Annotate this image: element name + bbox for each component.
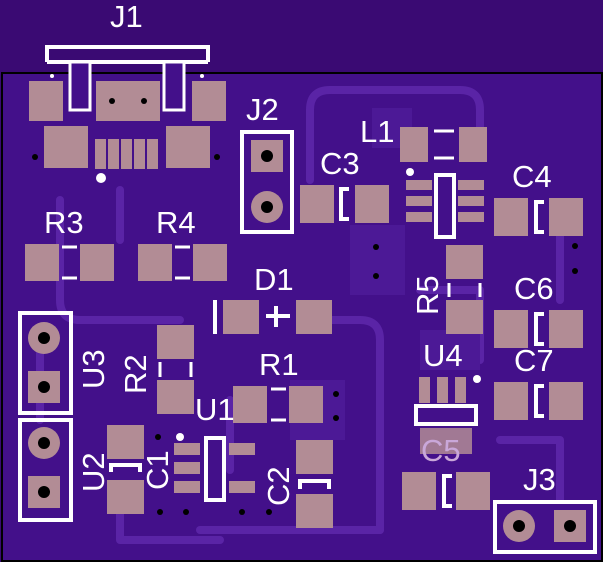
u4-label: U4 (423, 338, 463, 373)
c4-label: C4 (512, 159, 552, 194)
r1-label: R1 (259, 347, 299, 382)
c2-label: C2 (261, 466, 296, 506)
u4-ic (414, 375, 481, 454)
copper-traces (36, 86, 564, 544)
u3-label: U3 (76, 349, 111, 389)
c3-label: C3 (320, 146, 360, 181)
c6-capacitor (494, 310, 583, 348)
u2-header (18, 418, 73, 522)
l1-label: L1 (360, 114, 394, 149)
r4-resistor (138, 244, 227, 281)
c6-label: C6 (514, 271, 554, 306)
c5-label: C5 (421, 433, 461, 468)
c2-capacitor (239, 440, 333, 528)
j3-header (493, 500, 597, 554)
j1-usb-connector (29, 45, 226, 183)
c4-capacitor (494, 198, 583, 274)
d1-diode (213, 300, 332, 334)
j2-label: J2 (246, 92, 279, 127)
u1-ic (155, 433, 255, 502)
j2-header (240, 130, 294, 234)
c3-capacitor (300, 185, 389, 223)
r1-resistor (233, 386, 339, 423)
via (373, 244, 379, 250)
l1-inductor (400, 127, 487, 162)
j1-label: J1 (110, 0, 143, 34)
r3-label: R3 (44, 205, 84, 240)
r2-label: R2 (118, 354, 153, 394)
d1-label: D1 (254, 262, 294, 297)
r2-resistor (157, 325, 194, 414)
r5-resistor (446, 245, 483, 334)
c1-capacitor (107, 425, 189, 515)
r3-resistor (25, 244, 114, 281)
board-outline (1, 72, 603, 562)
c7-capacitor (494, 382, 583, 420)
c1-label: C1 (140, 450, 175, 490)
u2-label: U2 (76, 452, 111, 492)
r4-label: R4 (156, 205, 196, 240)
r5-label: R5 (410, 275, 445, 315)
via (373, 273, 379, 279)
j3-label: J3 (523, 462, 556, 497)
ic-sot-package (406, 168, 484, 239)
c5-capacitor (402, 472, 490, 510)
u3-header (18, 311, 73, 415)
c7-label: C7 (514, 343, 554, 378)
u1-label: U1 (195, 392, 235, 427)
